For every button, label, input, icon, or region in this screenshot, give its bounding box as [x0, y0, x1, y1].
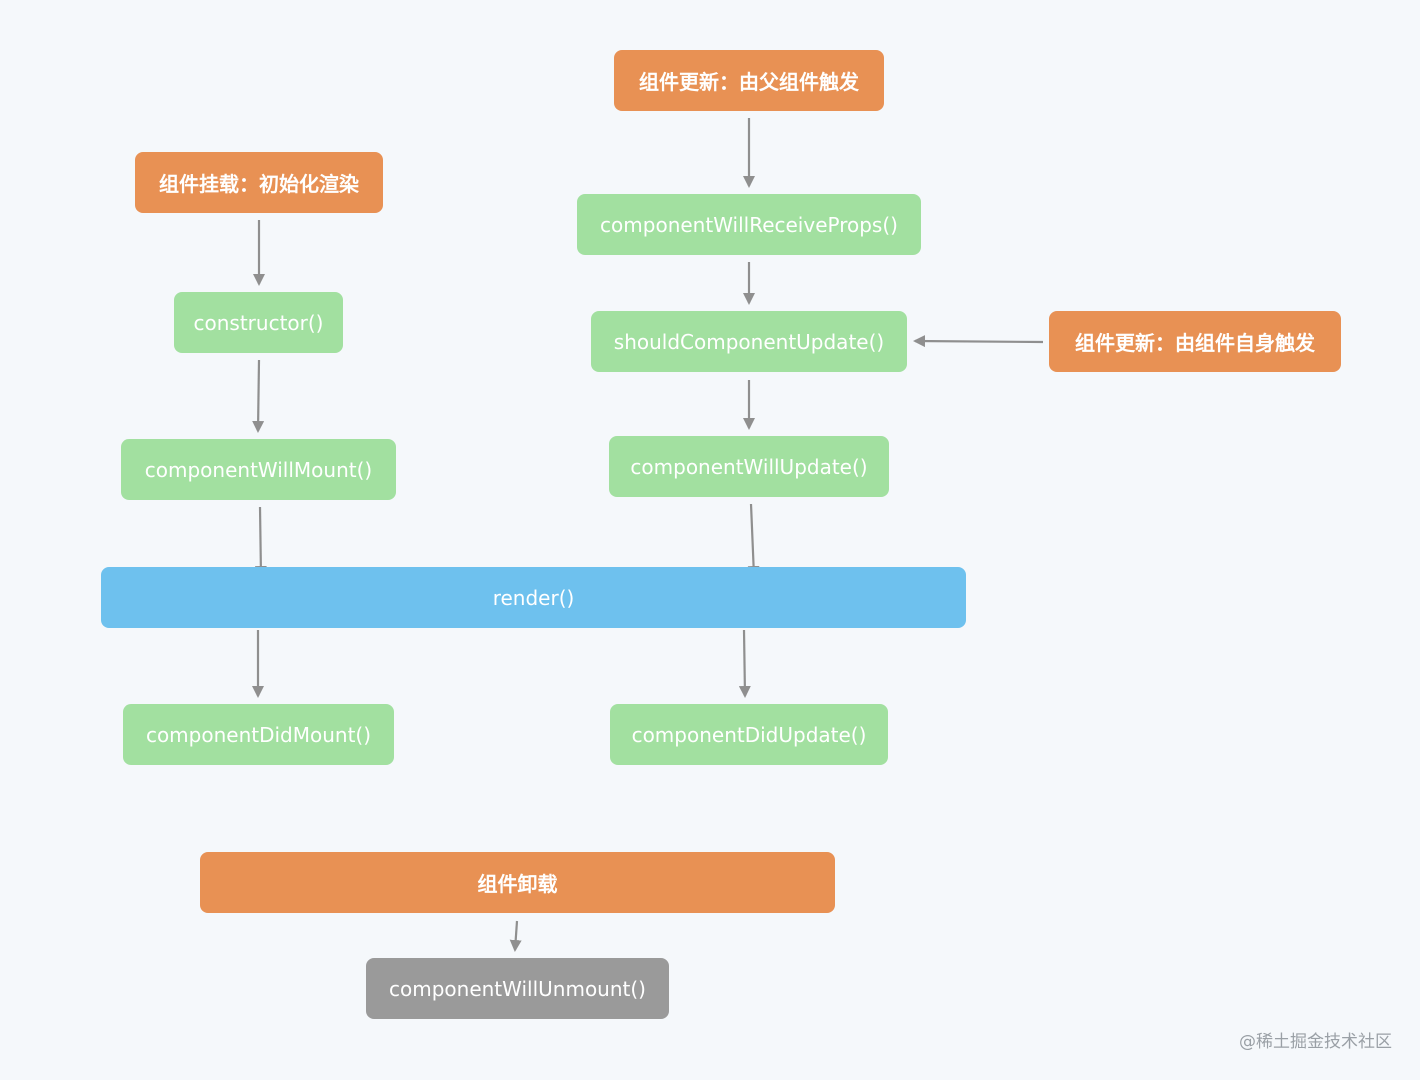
watermark: @稀土掘金技术社区 [1239, 1032, 1392, 1052]
will-mount-node: componentWillMount() [121, 439, 396, 500]
arrow-render-to-did-update [738, 629, 751, 698]
parent-update-trigger-node: 组件更新：由父组件触发 [614, 50, 884, 111]
should-update-node: shouldComponentUpdate() [591, 311, 907, 372]
arrow-will-mount-to-render [254, 506, 267, 578]
arrow-will-update-to-render [747, 503, 760, 578]
will-receive-props-node: componentWillReceiveProps() [577, 194, 921, 255]
will-unmount-node: componentWillUnmount() [366, 958, 669, 1019]
unmount-trigger-node: 组件卸载 [200, 852, 835, 913]
did-mount-node: componentDidMount() [123, 704, 394, 765]
constructor-node: constructor() [174, 292, 343, 353]
did-update-node: componentDidUpdate() [610, 704, 888, 765]
render-node: render() [101, 567, 966, 628]
arrow-self-to-should-update [913, 335, 1044, 348]
mount-trigger-node: 组件挂载：初始化渲染 [135, 152, 383, 213]
will-update-node: componentWillUpdate() [609, 436, 889, 497]
arrow-constructor-to-will-mount [252, 359, 265, 433]
arrow-unmount-to-will-unmount [509, 920, 522, 952]
self-update-trigger-node: 组件更新：由组件自身触发 [1049, 311, 1341, 372]
